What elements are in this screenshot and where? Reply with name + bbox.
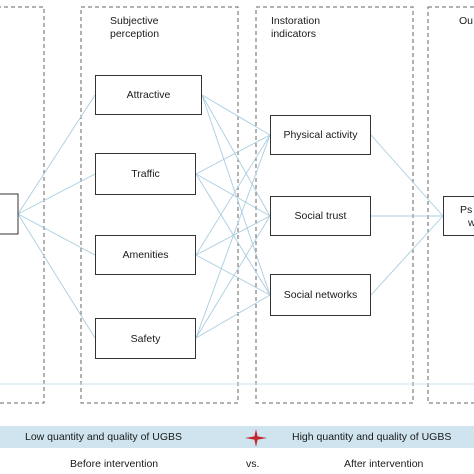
column-left-partial bbox=[0, 6, 45, 404]
outcome-label-line2: w bbox=[468, 217, 474, 229]
four-point-star-icon bbox=[245, 429, 267, 447]
connector-links bbox=[17, 94, 444, 339]
node-outcome: Ps w bbox=[443, 196, 474, 236]
column-perception bbox=[80, 6, 239, 404]
perception-title-line1: Subjective bbox=[110, 15, 159, 27]
node-safety: Safety bbox=[95, 318, 196, 359]
node-physical-activity: Physical activity bbox=[270, 115, 371, 155]
node-traffic: Traffic bbox=[95, 153, 196, 195]
vs-label: vs. bbox=[246, 458, 260, 470]
link-restoration-2-to-outcome bbox=[370, 215, 444, 296]
outcome-title: Ou bbox=[459, 15, 474, 27]
perception-title-line2: perception bbox=[110, 28, 160, 40]
restoration-title-line2: indicators bbox=[271, 28, 316, 40]
before-intervention-label: Before intervention bbox=[70, 458, 159, 470]
link-perception-0-to-restoration-1 bbox=[201, 94, 271, 217]
link-perception-3-to-restoration-1 bbox=[195, 215, 271, 339]
link-perception-1-to-restoration-0 bbox=[195, 134, 271, 175]
node-social-trust: Social trust bbox=[270, 196, 371, 236]
intervention-band bbox=[0, 426, 474, 448]
node-social-networks: Social networks bbox=[270, 274, 371, 316]
link-perception-0-to-restoration-2 bbox=[201, 94, 271, 296]
after-intervention-label: After intervention bbox=[344, 458, 424, 470]
link-perception-3-to-restoration-0 bbox=[195, 134, 271, 339]
link-source-to-perception-1 bbox=[17, 173, 96, 215]
left-source-box bbox=[0, 193, 19, 235]
link-perception-2-to-restoration-0 bbox=[195, 134, 271, 256]
column-restoration bbox=[255, 6, 414, 404]
link-source-to-perception-2 bbox=[17, 213, 96, 256]
band-right-text: High quantity and quality of UGBS bbox=[292, 431, 452, 443]
link-restoration-0-to-outcome bbox=[370, 134, 444, 217]
column-outcome bbox=[427, 6, 474, 404]
outcome-label-line1: Ps bbox=[460, 204, 473, 216]
band-left-text: Low quantity and quality of UGBS bbox=[25, 431, 183, 443]
link-perception-1-to-restoration-2 bbox=[195, 173, 271, 296]
link-source-to-perception-3 bbox=[17, 213, 96, 339]
link-perception-0-to-restoration-0 bbox=[201, 94, 271, 136]
node-attractive: Attractive bbox=[95, 75, 202, 115]
link-source-to-perception-0 bbox=[17, 94, 96, 215]
restoration-title-line1: Instoration bbox=[271, 15, 321, 27]
link-perception-3-to-restoration-2 bbox=[195, 294, 271, 339]
link-perception-2-to-restoration-2 bbox=[195, 254, 271, 296]
node-amenities: Amenities bbox=[95, 235, 196, 275]
